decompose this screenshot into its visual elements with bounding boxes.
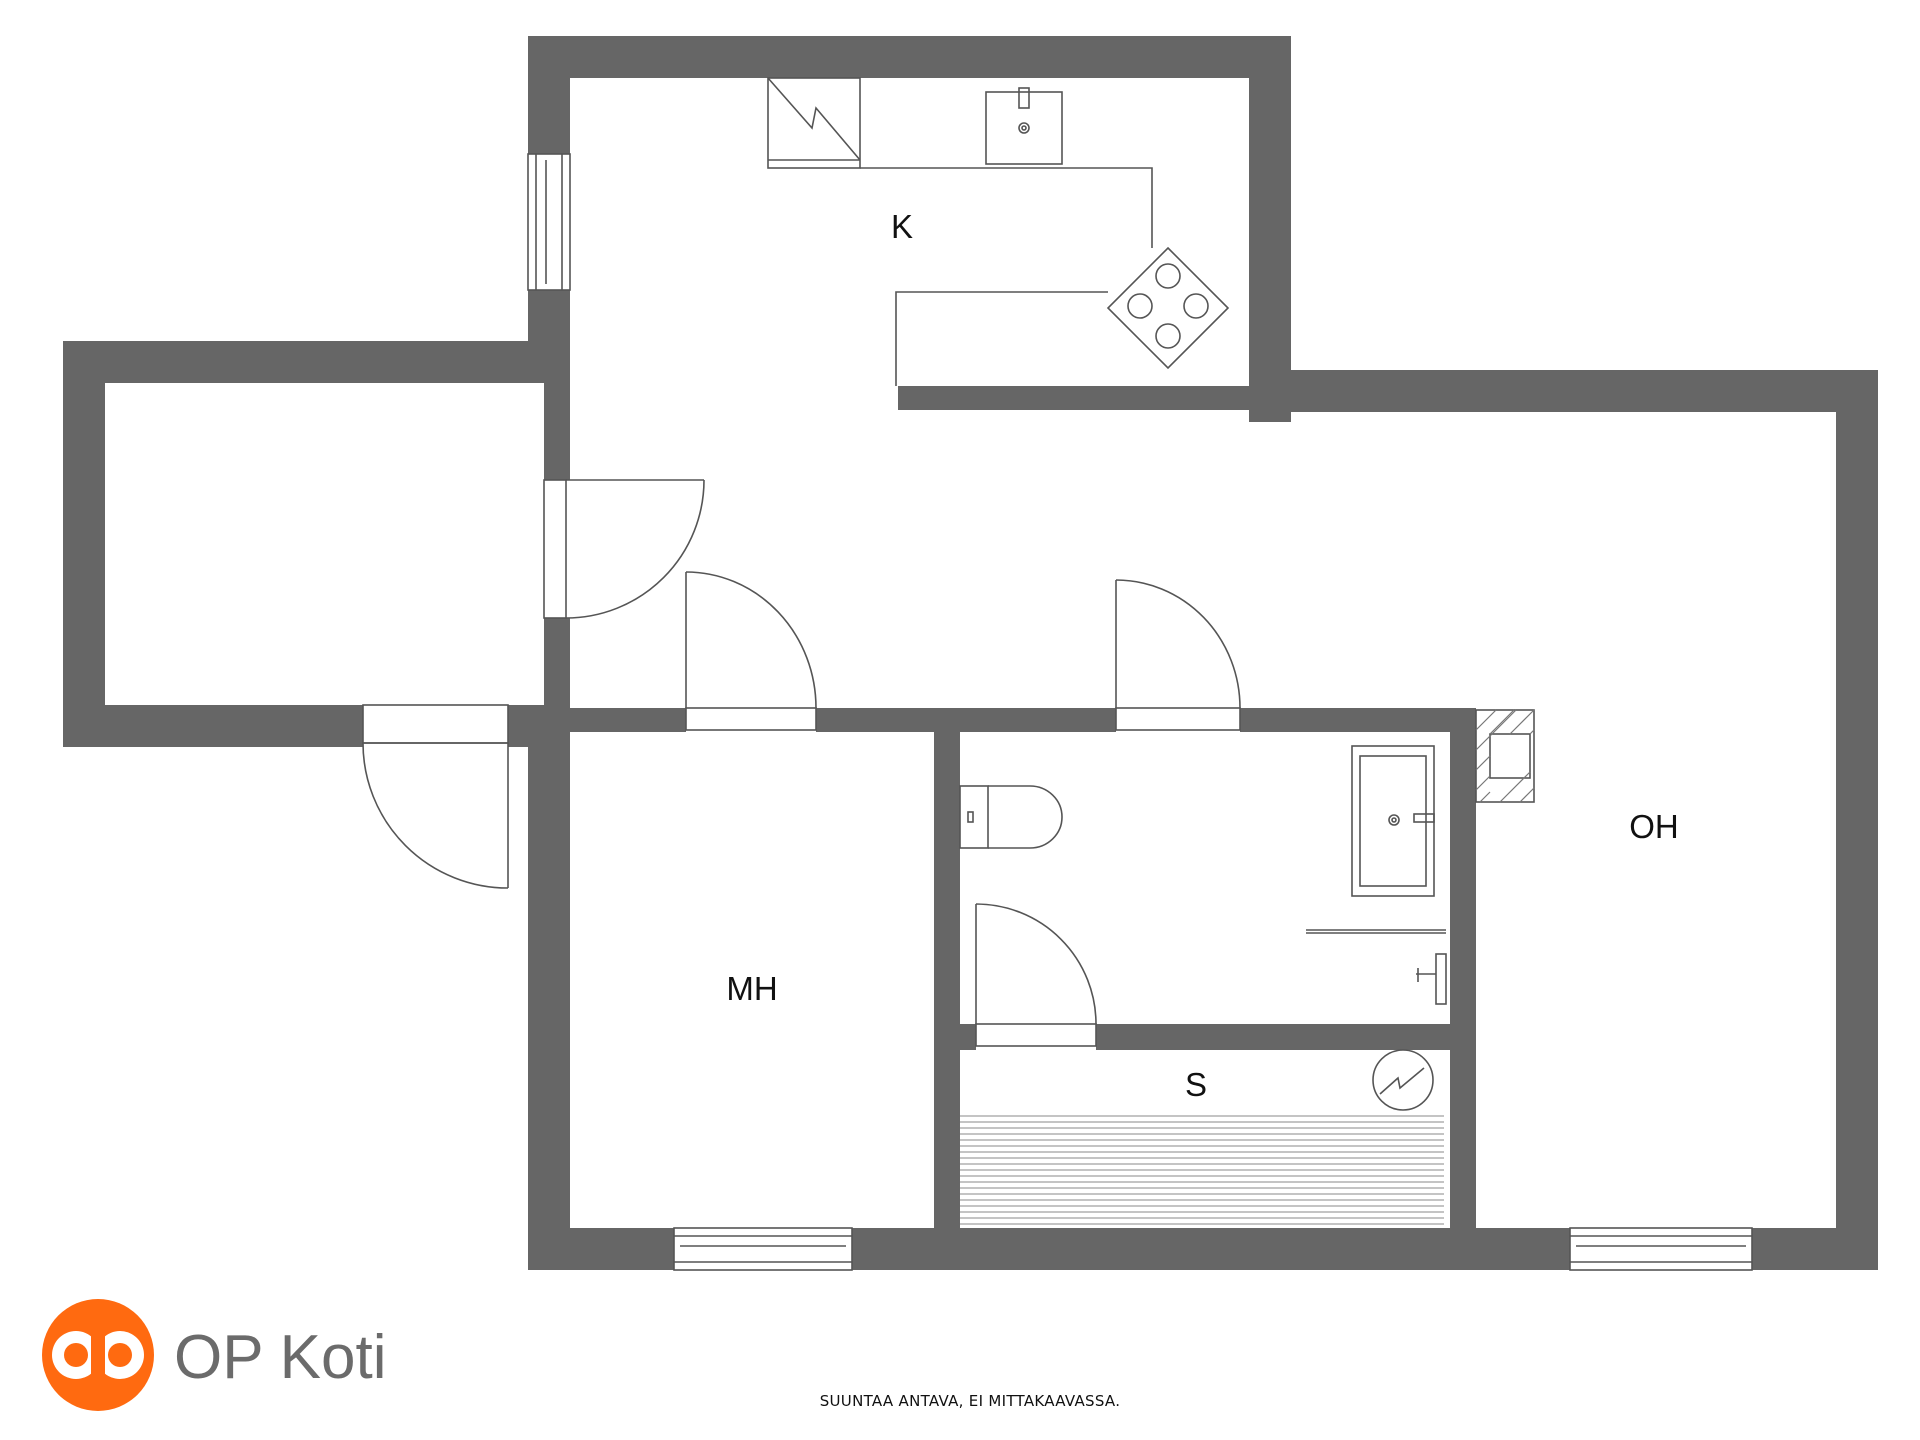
- room-label-living-room: OH: [1629, 808, 1679, 845]
- room-label-kitchen: K: [891, 208, 913, 245]
- countertop: [860, 167, 1153, 386]
- washbasin-icon: [1351, 745, 1435, 897]
- bathroom-fixtures: [959, 709, 1535, 1005]
- bedroom-window: [673, 1227, 853, 1271]
- chimney-icon: [1475, 709, 1535, 803]
- stove-icon: [1106, 246, 1230, 370]
- sauna-door: [975, 903, 1097, 1047]
- toilet-icon: [959, 785, 1063, 849]
- room-label-sauna: S: [1185, 1066, 1207, 1103]
- op-logo-icon: [42, 1299, 154, 1411]
- bedroom-door: [685, 571, 817, 731]
- entrance-door: [362, 704, 509, 889]
- living-room-window: [1569, 1227, 1753, 1271]
- shower-icon: [1306, 929, 1447, 1005]
- room-label-bedroom: MH: [726, 970, 777, 1007]
- kitchen-sink-icon: [985, 87, 1063, 165]
- room-labels: K OH MH S: [726, 208, 1678, 1103]
- kitchen-fixtures: [767, 77, 1230, 386]
- fridge: [767, 77, 861, 169]
- sauna-benches: [960, 1115, 1444, 1225]
- kitchen-window: [527, 153, 571, 291]
- scale-disclaimer: SUUNTAA ANTAVA, EI MITTAKAAVASSA.: [820, 1392, 1121, 1410]
- brand-name: OP Koti: [174, 1323, 387, 1392]
- sauna-stove-icon: [1372, 1049, 1434, 1111]
- doors: [362, 479, 1241, 1047]
- walls: [63, 36, 1878, 1270]
- sauna-fixtures: [960, 1049, 1444, 1225]
- storage-door: [543, 479, 705, 619]
- windows: [527, 153, 1753, 1271]
- bathroom-door: [1115, 579, 1241, 731]
